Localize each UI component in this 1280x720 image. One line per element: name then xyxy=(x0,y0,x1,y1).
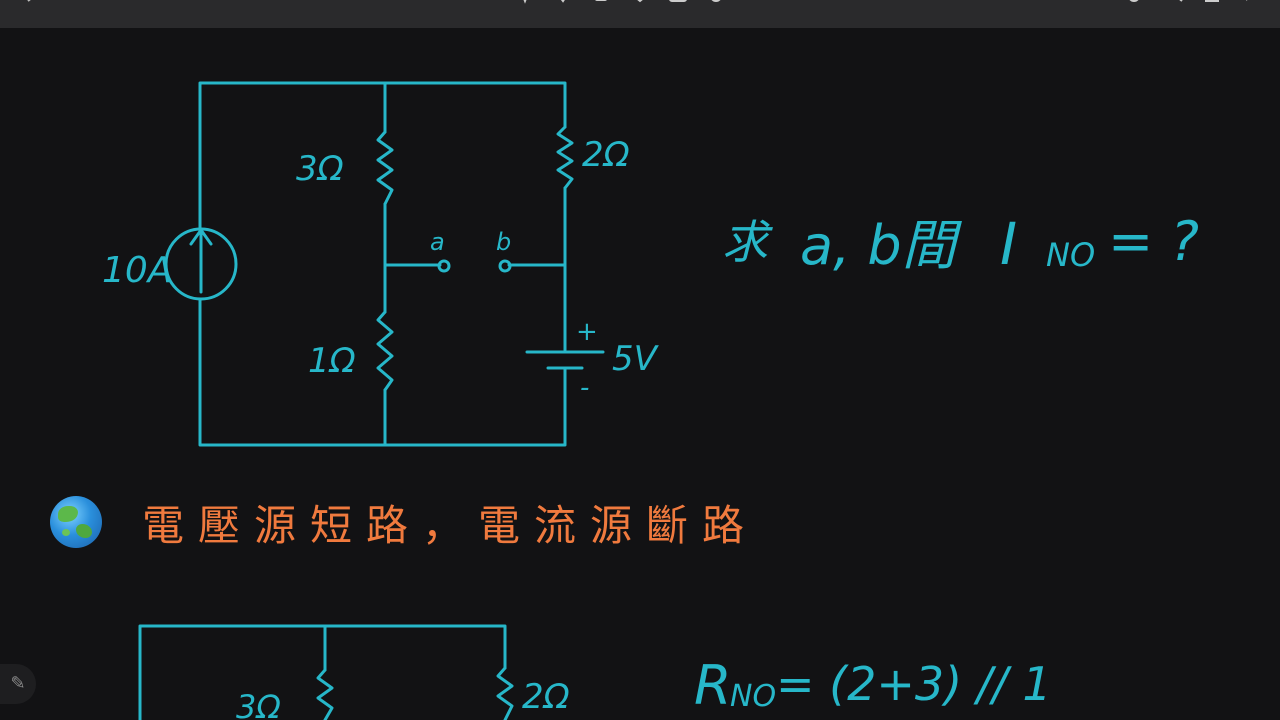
image-icon[interactable] xyxy=(668,0,688,8)
equation-symbol: R xyxy=(694,654,732,717)
node-a-label: a xyxy=(430,228,445,256)
pencil-icon: ✎ xyxy=(10,673,26,694)
pen-icon[interactable] xyxy=(515,0,535,8)
circuit2-resistor-3ohm xyxy=(316,668,334,720)
battery-plus-label: + xyxy=(576,317,598,347)
section-heading: 電壓源短路，電流源斷路 xyxy=(50,494,758,550)
question-symbol: I xyxy=(1000,210,1017,278)
current-arrow-icon xyxy=(189,228,213,294)
terminal-a xyxy=(437,259,451,273)
equation-rhs: = (2+3) // 1 xyxy=(776,657,1052,711)
equation-subscript: NO xyxy=(730,679,776,714)
circuit2-3ohm-label: 3Ω xyxy=(236,688,281,720)
resistor-3ohm xyxy=(376,130,394,206)
resistor-2ohm xyxy=(556,125,574,190)
current-source-label: 10A xyxy=(102,250,172,291)
share-icon[interactable] xyxy=(1170,0,1190,8)
circuit2-resistor-2ohm xyxy=(496,666,514,720)
terminal-b xyxy=(498,259,512,273)
undo-icon[interactable] xyxy=(706,0,726,8)
circuit2-wire xyxy=(138,624,507,720)
question-subscript: NO xyxy=(1046,236,1095,274)
voltage-label: 5V xyxy=(612,339,660,379)
back-icon[interactable] xyxy=(22,0,42,8)
question-prefix: 求 xyxy=(722,215,773,269)
battery-minus-label: - xyxy=(580,373,589,403)
resistor-1ohm xyxy=(376,310,394,392)
node-b-label: b xyxy=(496,228,511,256)
lasso-icon[interactable] xyxy=(630,0,650,8)
globe-asia-australia-icon xyxy=(50,496,102,548)
resistor-2ohm-label: 2Ω xyxy=(582,135,630,175)
toolbar xyxy=(0,0,1280,28)
heading-text: 電壓源短路，電流源斷路 xyxy=(142,500,759,550)
circuit2-2ohm-label: 2Ω xyxy=(522,677,570,717)
circuit1-outer-wire xyxy=(198,81,567,447)
highlighter-icon[interactable] xyxy=(553,0,573,8)
pencil-tool-button[interactable]: ✎ xyxy=(0,664,36,704)
redo-icon[interactable] xyxy=(1124,0,1144,8)
question-suffix: = ? xyxy=(1108,210,1199,273)
question-nodes: a, b間 xyxy=(800,214,963,277)
page-icon[interactable] xyxy=(1202,0,1222,8)
resistor-1ohm-label: 1Ω xyxy=(308,341,356,381)
resistor-3ohm-label: 3Ω xyxy=(296,149,344,189)
